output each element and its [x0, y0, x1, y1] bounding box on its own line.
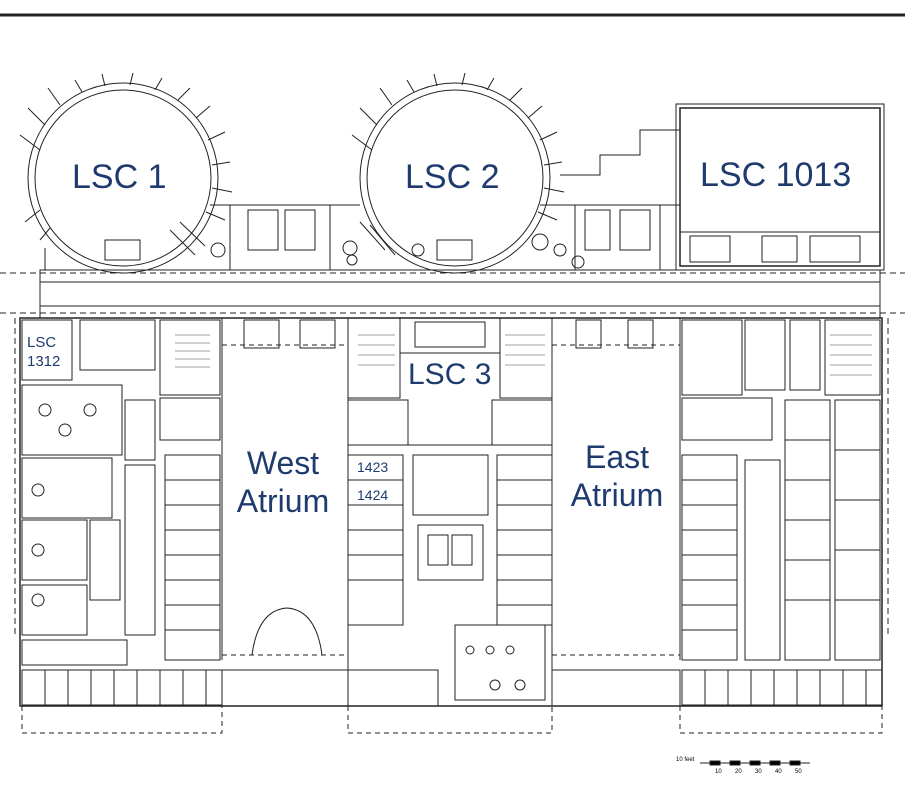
- lsc1013-room-outline: [679, 107, 881, 267]
- lsc2-hall-outline: [351, 72, 565, 274]
- lsc3-label: LSC 3: [408, 358, 492, 391]
- lsc1312-label-line1: LSC: [27, 334, 57, 351]
- classroom-seating-center: [358, 334, 545, 366]
- south-dashed-outline: [21, 706, 883, 734]
- west-atrium-label-line2: Atrium: [236, 483, 330, 519]
- east-atrium-space: [551, 318, 681, 707]
- scale-tick-5: 50: [795, 769, 802, 775]
- center-block: [347, 317, 553, 707]
- west-wing: [21, 319, 223, 706]
- scale-tick-2: 20: [735, 769, 742, 775]
- lsc1013-label: LSC 1013: [700, 156, 852, 194]
- scale-bar: [700, 760, 810, 766]
- east-atrium-label: East Atrium: [562, 438, 672, 514]
- lsc1312-label: LSC 1312: [27, 333, 60, 371]
- lsc1-label: LSC 1: [72, 158, 167, 196]
- room-1424-label: 1424: [357, 487, 389, 503]
- classroom-seating-west: [175, 334, 210, 368]
- main-corridor: [0, 269, 905, 319]
- east-atrium-label-line2: Atrium: [570, 477, 664, 513]
- scale-tick-3: 30: [755, 769, 762, 775]
- east-wing: [681, 319, 883, 706]
- west-atrium-label-line1: West: [246, 445, 320, 481]
- round-tables-north: [210, 233, 585, 269]
- east-atrium-label-line1: East: [584, 439, 650, 475]
- scale-tick-4: 40: [775, 769, 782, 775]
- lsc1312-label-line2: 1312: [27, 353, 61, 370]
- lsc2-label: LSC 2: [405, 158, 500, 196]
- scale-tick-1: 10: [715, 769, 722, 775]
- classroom-seating-east: [830, 334, 872, 376]
- west-atrium-label: West Atrium: [228, 444, 338, 520]
- room-1423-label: 1423: [357, 459, 389, 475]
- scale-unit-label: 10 feet: [676, 757, 695, 763]
